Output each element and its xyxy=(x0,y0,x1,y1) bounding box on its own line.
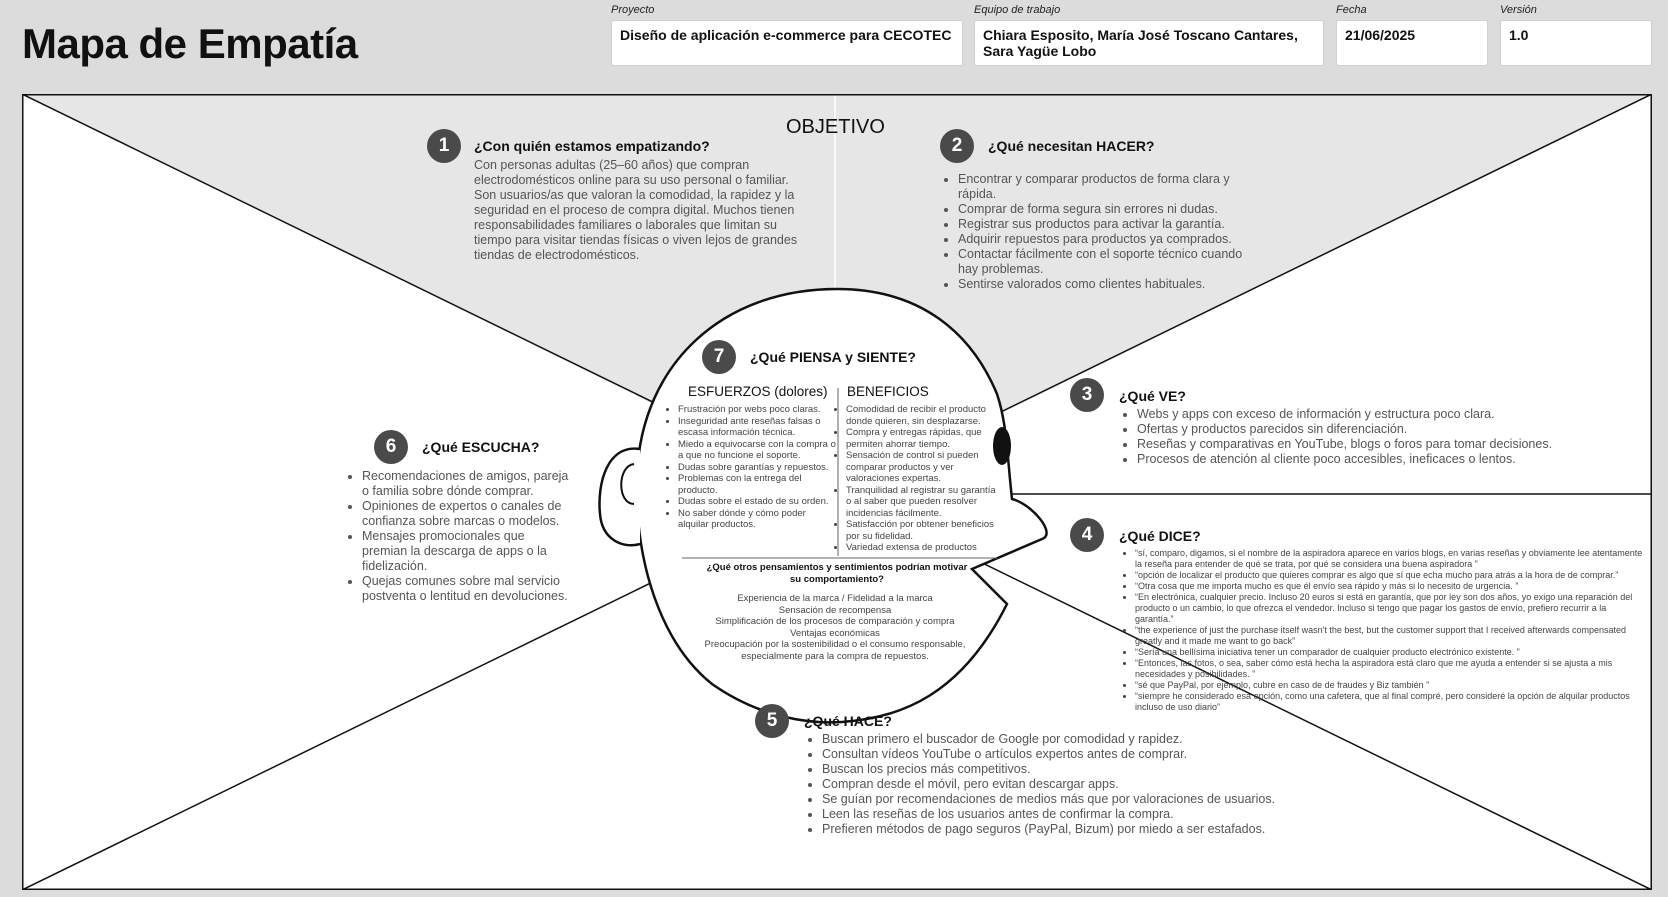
do-item: Leen las reseñas de los usuarios antes d… xyxy=(822,807,1292,822)
team-field: Equipo de trabajo Chiara Esposito, María… xyxy=(974,4,1324,66)
motivation-item: Simplificación de los procesos de compar… xyxy=(715,616,955,627)
project-field: Proyecto Diseño de aplicación e-commerce… xyxy=(611,4,963,66)
hear-item: Opiniones de expertos o canales de confi… xyxy=(362,499,572,529)
pain-item: No saber dónde y cómo poder alquilar pro… xyxy=(678,508,838,531)
motivation-item: Preocupación por la sostenibilidad o el … xyxy=(704,639,966,662)
section-1-title: ¿Con quién estamos empatizando? xyxy=(474,138,710,154)
section-2-list: Encontrar y comparar productos de forma … xyxy=(946,172,1248,292)
gains-title: BENEFICIOS xyxy=(847,384,929,399)
quote-item: “Entonces, las fotos, o sea, saber cómo … xyxy=(1135,658,1645,680)
section-6-number: 6 xyxy=(374,430,408,464)
section-5-list: Buscan primero el buscador de Google por… xyxy=(810,732,1292,837)
motivation-item: Ventajas económicas xyxy=(790,627,880,639)
version-field: Versión 1.0 xyxy=(1500,4,1652,66)
section-2-number: 2 xyxy=(940,129,974,163)
gain-item: Satisfacción por obtener beneficios por … xyxy=(846,519,996,542)
section-5-number: 5 xyxy=(755,704,789,738)
pain-item: Dudas sobre el estado de su orden. xyxy=(678,496,838,508)
version-value[interactable]: 1.0 xyxy=(1500,20,1652,66)
version-label: Versión xyxy=(1500,4,1537,16)
do-item: Consultan vídeos YouTube o artículos exp… xyxy=(822,747,1292,762)
gain-item: Compra y entregas rápidas, que permiten … xyxy=(846,427,996,450)
project-value[interactable]: Diseño de aplicación e-commerce para CEC… xyxy=(611,20,963,66)
date-field: Fecha 21/06/2025 xyxy=(1336,4,1488,66)
empathy-map-canvas: OBJETIVO 1 ¿Con quién estamos empatizand… xyxy=(22,94,1652,890)
team-value[interactable]: Chiara Esposito, María José Toscano Cant… xyxy=(974,20,1324,66)
ear-shape xyxy=(598,447,641,547)
empathy-map-diagram xyxy=(22,94,1652,890)
quote-item: “Sería una bellísima iniciativa tener un… xyxy=(1135,647,1645,658)
section-1-number: 1 xyxy=(427,129,461,163)
section-2-title: ¿Qué necesitan HACER? xyxy=(988,138,1155,154)
need-item: Registrar sus productos para activar la … xyxy=(958,217,1248,232)
motivation-item: Experiencia de la marca / Fidelidad a la… xyxy=(737,593,933,604)
quote-item: “opción de localizar el producto que qui… xyxy=(1135,570,1645,581)
page-title: Mapa de Empatía xyxy=(22,20,358,67)
section-7-title: ¿Qué PIENSA y SIENTE? xyxy=(750,349,916,365)
date-label: Fecha xyxy=(1336,4,1367,16)
pain-item: Miedo a equivocarse con la compra o a qu… xyxy=(678,439,838,462)
section-7-number: 7 xyxy=(702,340,736,374)
left-region xyxy=(22,94,837,890)
pain-item: Inseguridad ante reseñas falsas o escasa… xyxy=(678,416,838,439)
quote-item: “siempre he considerado esa opción, como… xyxy=(1135,691,1645,713)
objective-label: OBJETIVO xyxy=(786,116,885,138)
motivation-item: Sensación de recompensa xyxy=(778,604,892,616)
section-5-title: ¿Qué HACE? xyxy=(804,713,892,729)
section-6-title: ¿Qué ESCUCHA? xyxy=(422,439,540,455)
do-item: Buscan los precios más competitivos. xyxy=(822,762,1292,777)
gain-item: Sensación de control si pueden comparar … xyxy=(846,450,996,485)
quote-item: “sí, comparo, digamos, si el nombre de l… xyxy=(1135,548,1645,570)
section-1-text: Con personas adultas (25–60 años) que co… xyxy=(474,158,798,262)
do-item: Se guían por recomendaciones de medios m… xyxy=(822,792,1292,807)
gain-item: Comodidad de recibir el producto donde q… xyxy=(846,404,996,427)
hear-item: Recomendaciones de amigos, pareja o fami… xyxy=(362,469,572,499)
motivation-question: ¿Qué otros pensamientos y sentimientos p… xyxy=(706,562,968,585)
quote-item: “En electrónica, cualquier precio. Inclu… xyxy=(1135,592,1645,625)
need-item: Comprar de forma segura sin errores ni d… xyxy=(958,202,1248,217)
project-label: Proyecto xyxy=(611,4,655,16)
section-6-list: Recomendaciones de amigos, pareja o fami… xyxy=(350,469,572,604)
need-item: Contactar fácilmente con el soporte técn… xyxy=(958,247,1248,277)
motivations-list: Experiencia de la marca / Fidelidad a la… xyxy=(690,593,980,662)
right-region xyxy=(837,94,1652,890)
section-3-list: Webs y apps con exceso de información y … xyxy=(1125,407,1567,467)
ear-inner xyxy=(620,463,635,505)
gain-item: Tranquilidad al registrar su garantía o … xyxy=(846,485,996,520)
pains-title: ESFUERZOS (dolores) xyxy=(688,384,828,399)
do-item: Prefieren métodos de pago seguros (PayPa… xyxy=(822,822,1292,837)
see-item: Reseñas y comparativas en YouTube, blogs… xyxy=(1137,437,1567,452)
see-item: Procesos de atención al cliente poco acc… xyxy=(1137,452,1567,467)
section-3-title: ¿Qué VE? xyxy=(1119,388,1186,404)
date-value[interactable]: 21/06/2025 xyxy=(1336,20,1488,66)
section-4-number: 4 xyxy=(1070,518,1104,552)
pain-item: Problemas con la entrega del producto. xyxy=(678,473,838,496)
do-item: Buscan primero el buscador de Google por… xyxy=(822,732,1292,747)
frame-border xyxy=(22,94,1652,890)
see-item: Ofertas y productos parecidos sin difere… xyxy=(1137,422,1567,437)
team-label: Equipo de trabajo xyxy=(974,4,1061,16)
pain-item: Frustración por webs poco claras. xyxy=(678,404,838,416)
need-item: Sentirse valorados como clientes habitua… xyxy=(958,277,1248,292)
section-3-number: 3 xyxy=(1070,378,1104,412)
section-4-list: “sí, comparo, digamos, si el nombre de l… xyxy=(1125,548,1645,713)
need-item: Encontrar y comparar productos de forma … xyxy=(958,172,1248,202)
section-4-title: ¿Qué DICE? xyxy=(1119,528,1201,544)
see-item: Webs y apps con exceso de información y … xyxy=(1137,407,1567,422)
quote-item: “Otra cosa que me importa mucho es que é… xyxy=(1135,581,1645,592)
pain-item: Dudas sobre garantías y repuestos. xyxy=(678,462,838,474)
gain-item: Variedad extensa de productos xyxy=(846,542,996,554)
hear-item: Quejas comunes sobre mal servicio postve… xyxy=(362,574,572,604)
head-silhouette xyxy=(635,287,1048,724)
quote-item: “sé que PayPal, por ejemplo, cubre en ca… xyxy=(1135,680,1645,691)
gains-list: Comodidad de recibir el producto donde q… xyxy=(836,404,996,554)
eye-shape xyxy=(993,427,1011,465)
hear-item: Mensajes promocionales que premian la de… xyxy=(362,529,572,574)
quote-item: “the experience of just the purchase its… xyxy=(1135,625,1645,647)
need-item: Adquirir repuestos para productos ya com… xyxy=(958,232,1248,247)
do-item: Compran desde el móvil, pero evitan desc… xyxy=(822,777,1292,792)
pains-list: Frustración por webs poco claras.Insegur… xyxy=(668,404,838,531)
